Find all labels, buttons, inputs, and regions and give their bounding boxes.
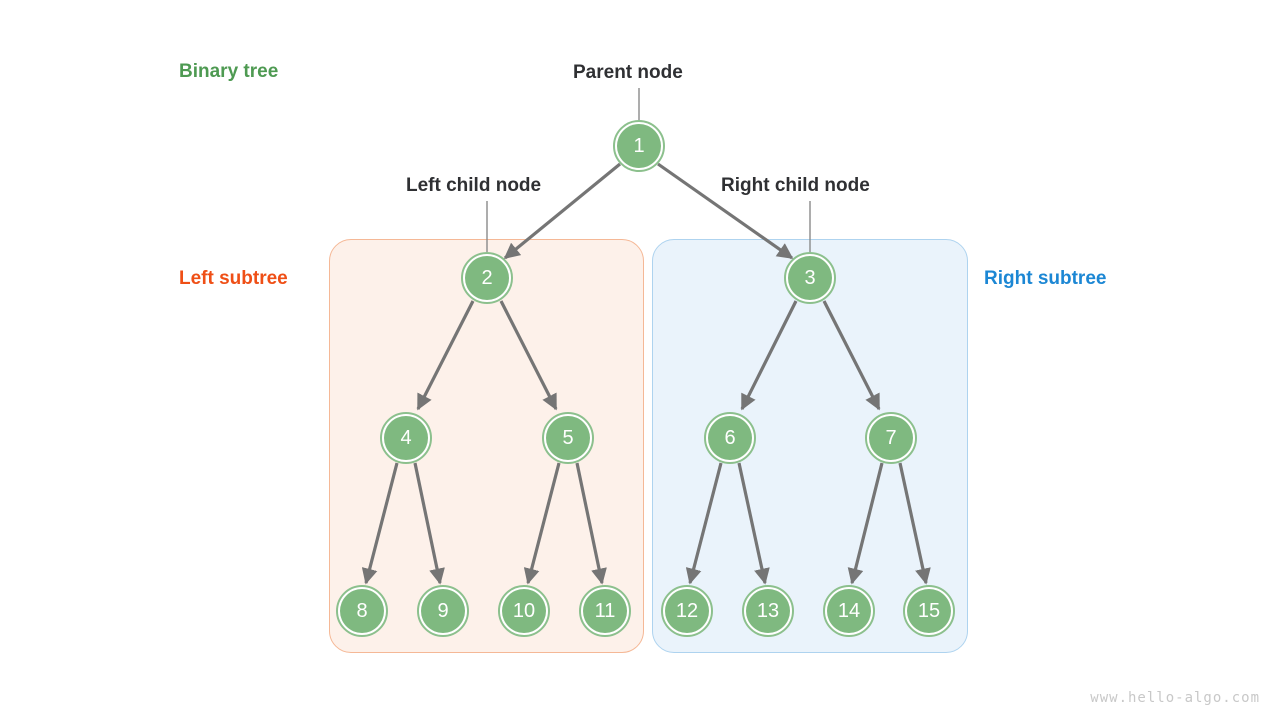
page-title: Binary tree	[179, 61, 279, 82]
tree-node-label: 1	[617, 124, 661, 168]
tree-node-label: 12	[665, 589, 709, 633]
edge-5-11	[575, 462, 607, 585]
edge-4-8	[361, 462, 399, 585]
tree-node-label: 13	[746, 589, 790, 633]
tree-node-1: 1	[613, 120, 665, 172]
tree-node-15: 15	[903, 585, 955, 637]
tree-node-label: 3	[788, 256, 832, 300]
tree-node-14: 14	[823, 585, 875, 637]
tree-node-3: 3	[784, 252, 836, 304]
tree-node-label: 2	[465, 256, 509, 300]
tree-node-9: 9	[417, 585, 469, 637]
edge-1-3	[657, 162, 794, 260]
tree-node-label: 11	[583, 589, 627, 633]
tree-node-5: 5	[542, 412, 594, 464]
edge-7-15	[898, 462, 931, 585]
tree-node-label: 8	[340, 589, 384, 633]
watermark: www.hello-algo.com	[1090, 690, 1260, 706]
edge-7-14	[847, 462, 884, 585]
edge-3-6	[740, 300, 798, 411]
tree-node-label: 4	[384, 416, 428, 460]
annotation-right-child-node: Right child node	[721, 175, 870, 196]
annotation-right-subtree: Right subtree	[984, 268, 1107, 289]
edge-2-4	[416, 300, 475, 411]
tree-node-label: 9	[421, 589, 465, 633]
tree-node-label: 6	[708, 416, 752, 460]
tree-node-7: 7	[865, 412, 917, 464]
tree-node-12: 12	[661, 585, 713, 637]
tree-node-label: 15	[907, 589, 951, 633]
edge-5-10	[523, 462, 561, 585]
tree-node-label: 7	[869, 416, 913, 460]
annotation-left-child-node: Left child node	[406, 175, 542, 196]
tree-node-13: 13	[742, 585, 794, 637]
tree-node-8: 8	[336, 585, 388, 637]
tree-node-4: 4	[380, 412, 432, 464]
tree-node-2: 2	[461, 252, 513, 304]
tree-node-6: 6	[704, 412, 756, 464]
edge-1-2	[503, 162, 622, 260]
edge-6-13	[737, 462, 770, 585]
tree-node-label: 10	[502, 589, 546, 633]
tree-node-label: 14	[827, 589, 871, 633]
annotation-left-subtree: Left subtree	[179, 268, 288, 289]
edge-6-12	[685, 462, 723, 585]
tree-node-label: 5	[546, 416, 590, 460]
tree-node-11: 11	[579, 585, 631, 637]
edge-4-9	[413, 462, 445, 585]
edge-2-5	[499, 300, 558, 411]
annotation-parent-node: Parent node	[573, 62, 683, 83]
tree-node-10: 10	[498, 585, 550, 637]
edge-3-7	[822, 300, 881, 411]
